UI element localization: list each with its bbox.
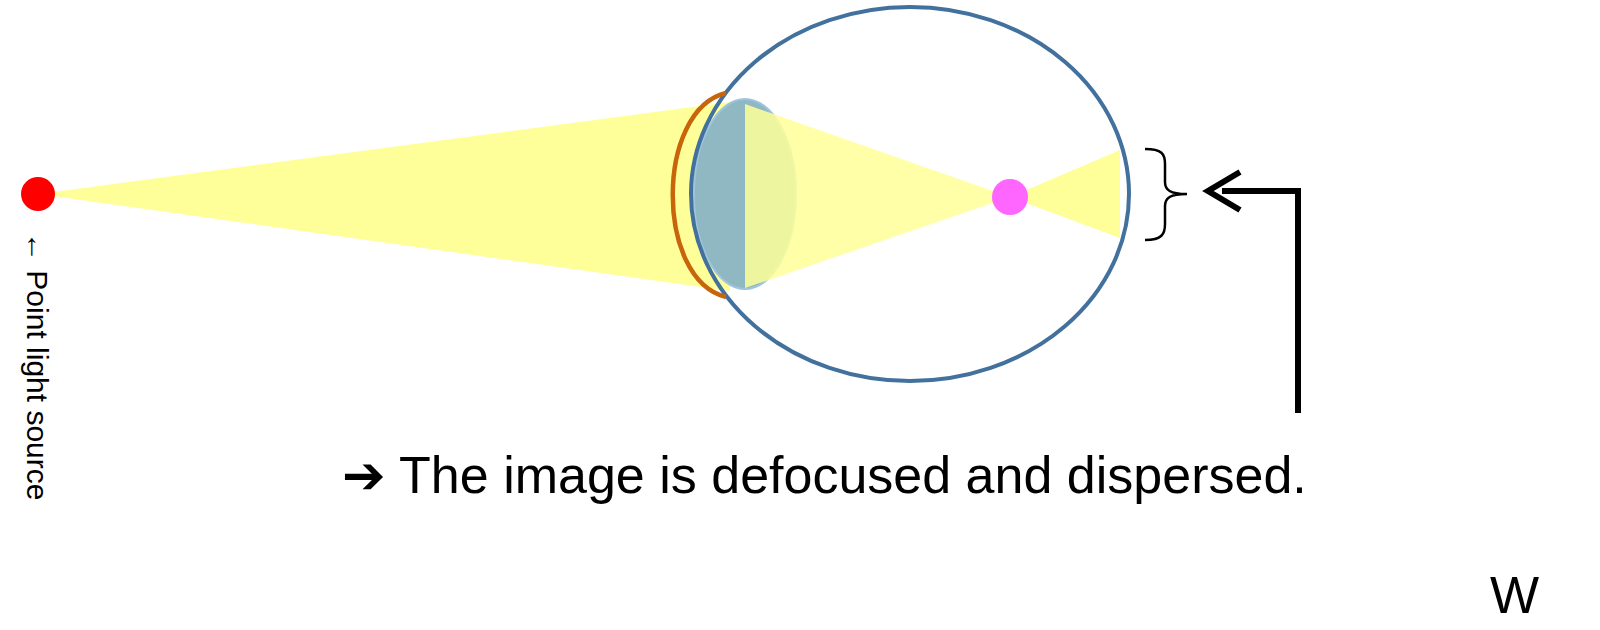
eyeball	[691, 7, 1129, 381]
converging-light	[745, 104, 1010, 288]
focus-point	[992, 179, 1028, 215]
brace	[1145, 149, 1187, 240]
caption-note: ➔ The image is defocused and dispersed.	[342, 446, 1307, 506]
point-source	[21, 177, 55, 211]
cornea	[673, 93, 726, 297]
pointer-arrow	[1222, 191, 1298, 413]
light-cone	[38, 102, 730, 291]
source-label: ← Point light source	[20, 232, 55, 500]
arrow-head	[1208, 172, 1240, 210]
cut-text: W	[1490, 566, 1539, 626]
